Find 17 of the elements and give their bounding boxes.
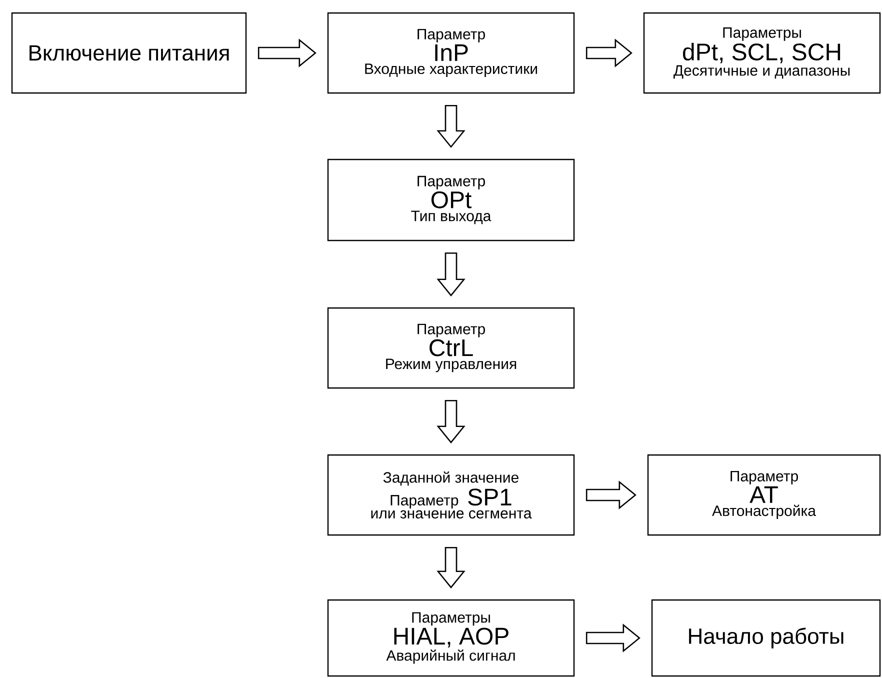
- block-arrow: [586, 38, 632, 68]
- process-box: Параметр AT Автонастройка: [647, 454, 881, 536]
- block-arrow: [436, 400, 466, 444]
- process-box: Включение питания: [11, 12, 247, 94]
- block-arrow: [258, 38, 316, 68]
- process-box: Параметр OPt Тип выхода: [327, 158, 575, 242]
- process-box: Заданной значение Параметр SP1 или значение сегмента: [327, 454, 575, 536]
- process-box: Начало работы: [651, 599, 881, 677]
- process-box: Параметры dPt, SCL, SCH Десятичные и диапазоны: [643, 12, 881, 94]
- process-box: Параметры HIAL, AOP Аварийный сигнал: [327, 599, 575, 677]
- process-box: Параметр CtrL Режим управления: [327, 307, 575, 389]
- process-box: Параметр InP Входные характеристики: [327, 12, 575, 94]
- block-arrow: [436, 104, 466, 148]
- block-arrow: [436, 252, 466, 296]
- block-arrow: [586, 480, 636, 510]
- block-arrow: [436, 546, 466, 588]
- block-arrow: [586, 624, 640, 652]
